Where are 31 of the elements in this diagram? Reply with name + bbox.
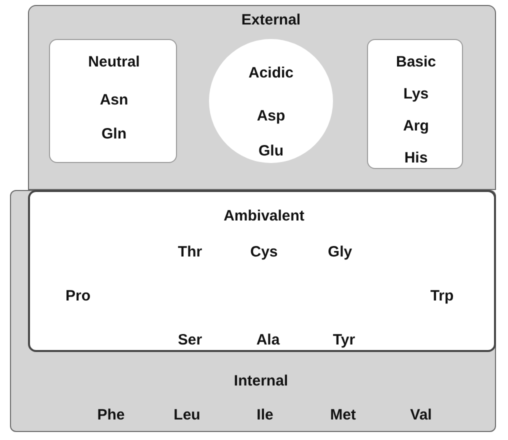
category-panel: [28, 5, 496, 190]
amino-acid-label: Asn: [100, 92, 128, 108]
group-heading: Ambivalent: [224, 208, 304, 224]
amino-acid-label: Trp: [430, 288, 454, 304]
amino-acid-label: Lys: [403, 86, 429, 102]
amino-acid-label: Met: [330, 408, 356, 422]
category-panel: [28, 190, 496, 352]
amino-acid-label: Ser: [178, 332, 202, 348]
amino-acid-label: Leu: [174, 408, 200, 422]
amino-acid-label: Tyr: [332, 332, 356, 348]
amino-acid-label: Thr: [178, 244, 202, 260]
category-panel: [10, 190, 496, 432]
amino-acid-label: Ile: [256, 408, 274, 422]
category-box: [367, 39, 463, 169]
amino-acid-label: Gln: [102, 126, 126, 142]
category-box: [49, 39, 177, 163]
amino-acid-label: Cys: [250, 244, 278, 260]
amino-acid-label: Pro: [66, 288, 90, 304]
group-heading: Basic: [396, 54, 436, 70]
group-heading: Internal: [234, 374, 288, 388]
amino-acid-label: Gly: [328, 244, 352, 260]
amino-acid-label: Val: [410, 408, 432, 422]
amino-acid-label: His: [404, 150, 428, 166]
amino-acid-label: Phe: [97, 408, 125, 422]
amino-acid-label: Arg: [403, 118, 429, 134]
group-heading: Neutral: [88, 54, 140, 70]
group-heading: External: [241, 12, 301, 28]
amino-acid-label: Ala: [256, 332, 280, 348]
amino-acid-label: Glu: [258, 144, 284, 158]
amino-acid-label: Asp: [256, 108, 286, 124]
group-heading: Acidic: [248, 66, 294, 80]
